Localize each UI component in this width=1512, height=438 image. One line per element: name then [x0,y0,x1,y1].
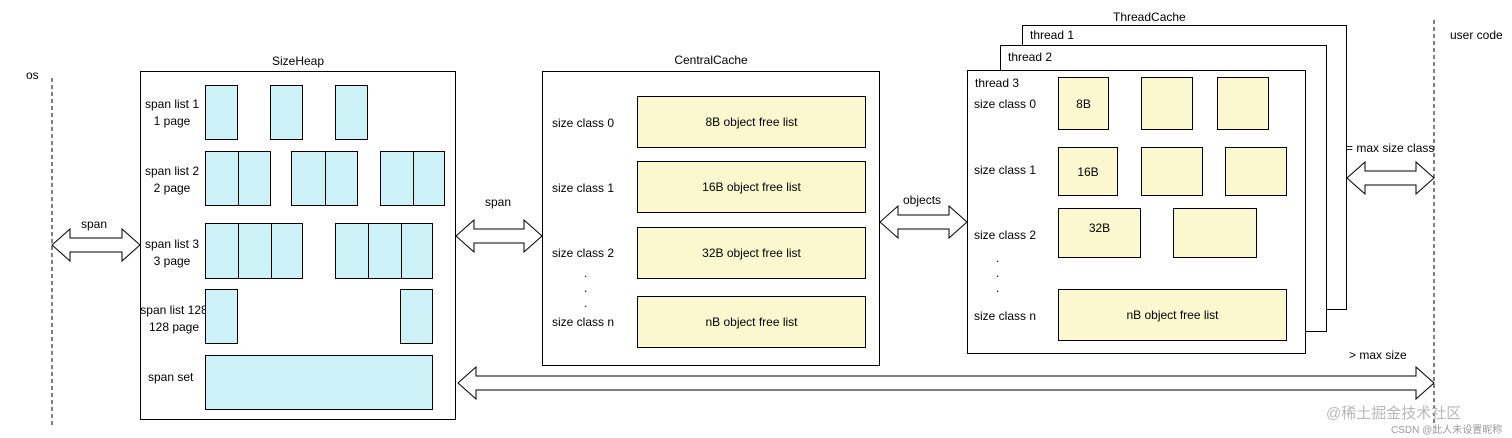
span-2page [291,151,358,206]
span-list-128-name: span list 128 [140,303,208,317]
thread-size-class-0: size class 0 [974,97,1037,111]
thread-object [1173,208,1257,258]
thread-user-double-arrow [1346,160,1435,196]
central-size-class-2: size class 2 [552,246,615,260]
thread-object-32b: 32B [1058,208,1141,258]
thread-user-arrow-label: <= max size class [1339,141,1435,155]
thread-size-class-1: size class 1 [974,163,1037,177]
thread-object [1225,147,1287,196]
central-free-list-16b: 16B object free list [637,161,866,213]
span-set-label: span set [148,370,194,384]
central-size-class-n: size class n [552,315,615,329]
thread-object [1141,77,1193,130]
thread-1-label: thread 1 [1030,28,1075,42]
central-ellipsis: . . . [584,266,588,310]
central-free-list-nb: nB object free list [637,296,866,348]
span-list-128-sub: 128 page [148,320,200,334]
span-list-3-name: span list 3 [144,237,200,251]
thread-object-16b: 16B [1058,147,1118,196]
heap-user-long-double-arrow [457,365,1435,401]
central-cache-title: CentralCache [674,53,748,67]
span-3page [205,223,303,279]
watermark-main: @稀土掘金技术社区 [1326,405,1462,422]
thread-object [1141,147,1203,196]
thread-object-8b: 8B [1058,77,1109,130]
size-heap-title: SizeHeap [271,54,325,68]
span-1page [205,85,238,140]
span-list-2-name: span list 2 [144,164,200,178]
central-free-list-32b: 32B object free list [637,227,866,279]
span-2page [380,151,445,206]
central-free-list-8b: 8B object free list [637,96,866,148]
thread-size-class-n: size class n [974,309,1037,323]
heap-central-arrow-label: span [485,195,512,209]
thread-cache-title: ThreadCache [1113,10,1186,24]
thread-object-32b-label: 32B [1088,221,1111,235]
thread-2-label: thread 2 [1008,50,1053,64]
thread-3-label: thread 3 [975,76,1020,90]
heap-central-double-arrow [455,218,543,254]
os-heap-arrow-label: span [81,217,108,231]
thread-free-list-nb: nB object free list [1058,289,1287,341]
span-set-box [205,355,433,410]
span-list-2-sub: 2 page [153,181,191,195]
user-code-label: user code [1450,28,1503,42]
span-128page [205,289,238,344]
watermark-sub: CSDN @此人未设置昵称 [1391,425,1503,436]
thread-object [1217,77,1269,130]
span-3page [335,223,433,279]
span-list-1-sub: 1 page [153,114,191,128]
central-thread-double-arrow [879,204,968,240]
span-128page [400,289,433,344]
span-list-3-sub: 3 page [153,254,191,268]
os-heap-double-arrow [51,227,141,263]
thread-size-class-2: size class 2 [974,228,1037,242]
central-size-class-1: size class 1 [552,181,615,195]
span-list-1-name: span list 1 [144,97,200,111]
os-label: os [26,68,39,82]
thread-ellipsis: . . . [996,251,1000,295]
span-1page [270,85,303,140]
central-thread-arrow-label: objects [903,193,942,207]
heap-user-arrow-label: > max size [1349,348,1407,362]
span-2page [205,151,271,206]
central-size-class-0: size class 0 [552,116,615,130]
span-1page [335,85,368,140]
